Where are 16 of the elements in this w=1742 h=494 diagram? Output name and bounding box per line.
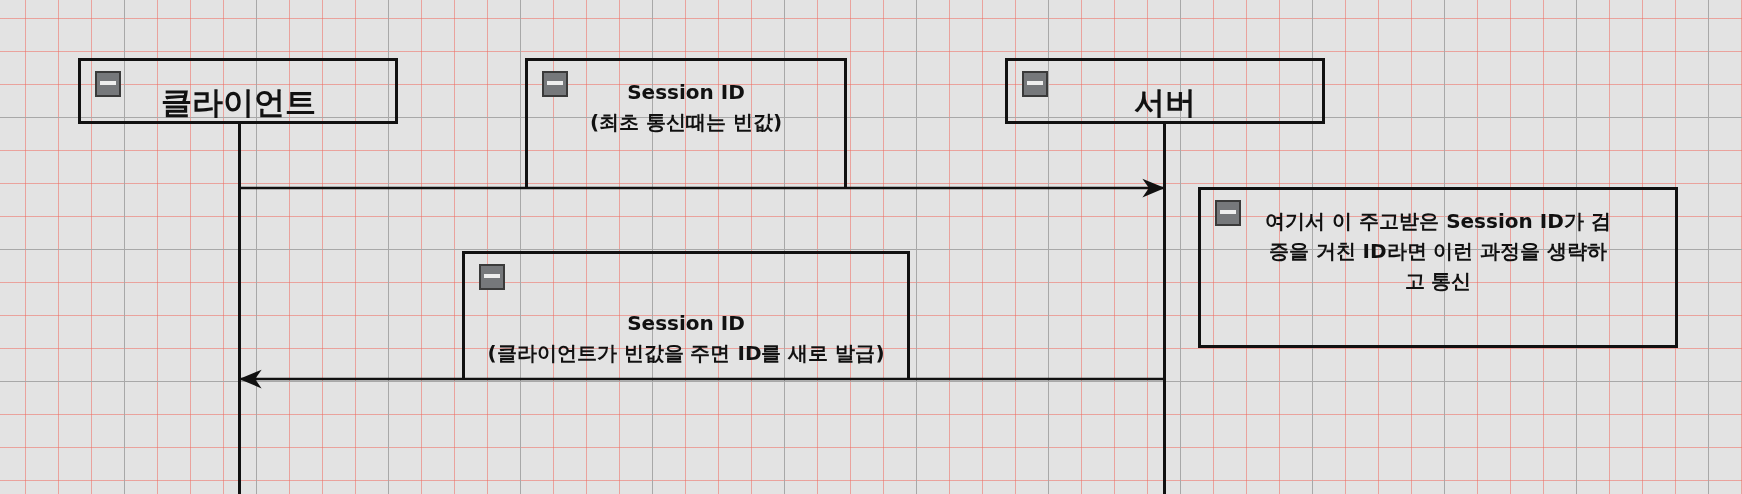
- box-label: (최초 통신때는 빈값): [589, 109, 783, 136]
- message-title: Session ID: [627, 79, 745, 106]
- box-label: 서버: [1134, 83, 1196, 122]
- box-label: (클라이언트가 빈값을 주면 ID를 새로 발급): [487, 340, 885, 367]
- participant-box: [1198, 187, 1678, 348]
- message-arrow: [239, 369, 1163, 389]
- participant-box: [78, 58, 398, 124]
- lifeline: [238, 124, 241, 494]
- participant-box: [1005, 58, 1325, 124]
- box-label: 클라이언트: [160, 83, 316, 122]
- message-title: Session ID: [627, 310, 745, 337]
- box-label: 여기서 이 주고받은 Session ID가 검증을 거친 ID라면 이런 과정을 생략하고 통신: [1264, 208, 1612, 295]
- participant-box: [462, 251, 910, 379]
- lifeline: [1163, 124, 1166, 494]
- participant-box: [525, 58, 847, 188]
- message-arrow: [241, 178, 1165, 198]
